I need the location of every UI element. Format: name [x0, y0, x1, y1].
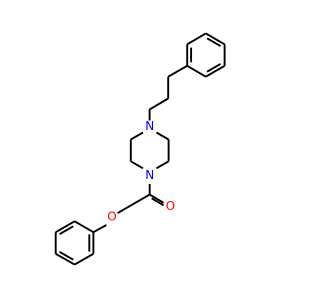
bond: [117, 204, 132, 215]
bond: [55, 220, 76, 234]
atom-label-o1: O: [166, 199, 175, 213]
atom-labels: N N O O: [107, 119, 175, 224]
bond: [151, 197, 165, 207]
bond: [155, 131, 170, 141]
bond: [74, 252, 94, 266]
bond: [205, 64, 226, 78]
structure-drawing: N N O O: [54, 32, 226, 266]
atom-label-o2: O: [107, 210, 116, 224]
bond: [130, 193, 151, 207]
bond: [149, 193, 165, 204]
bond: [130, 131, 144, 141]
atom-label-n1: N: [145, 119, 154, 133]
bond: [205, 32, 226, 46]
bond: [59, 225, 74, 236]
bond: [59, 250, 74, 261]
atom-label-n2: N: [145, 168, 154, 182]
bond: [74, 220, 94, 234]
bond: [206, 37, 221, 47]
bond: [92, 224, 107, 234]
bond: [149, 97, 169, 111]
bond: [206, 63, 221, 73]
bond: [186, 64, 207, 78]
bond: [186, 32, 207, 46]
bond: [55, 252, 76, 266]
molecule-diagram: N N O O: [54, 32, 226, 266]
bond: [155, 160, 170, 170]
bond: [130, 160, 144, 170]
bond: [167, 64, 188, 78]
bonds: [54, 32, 226, 266]
